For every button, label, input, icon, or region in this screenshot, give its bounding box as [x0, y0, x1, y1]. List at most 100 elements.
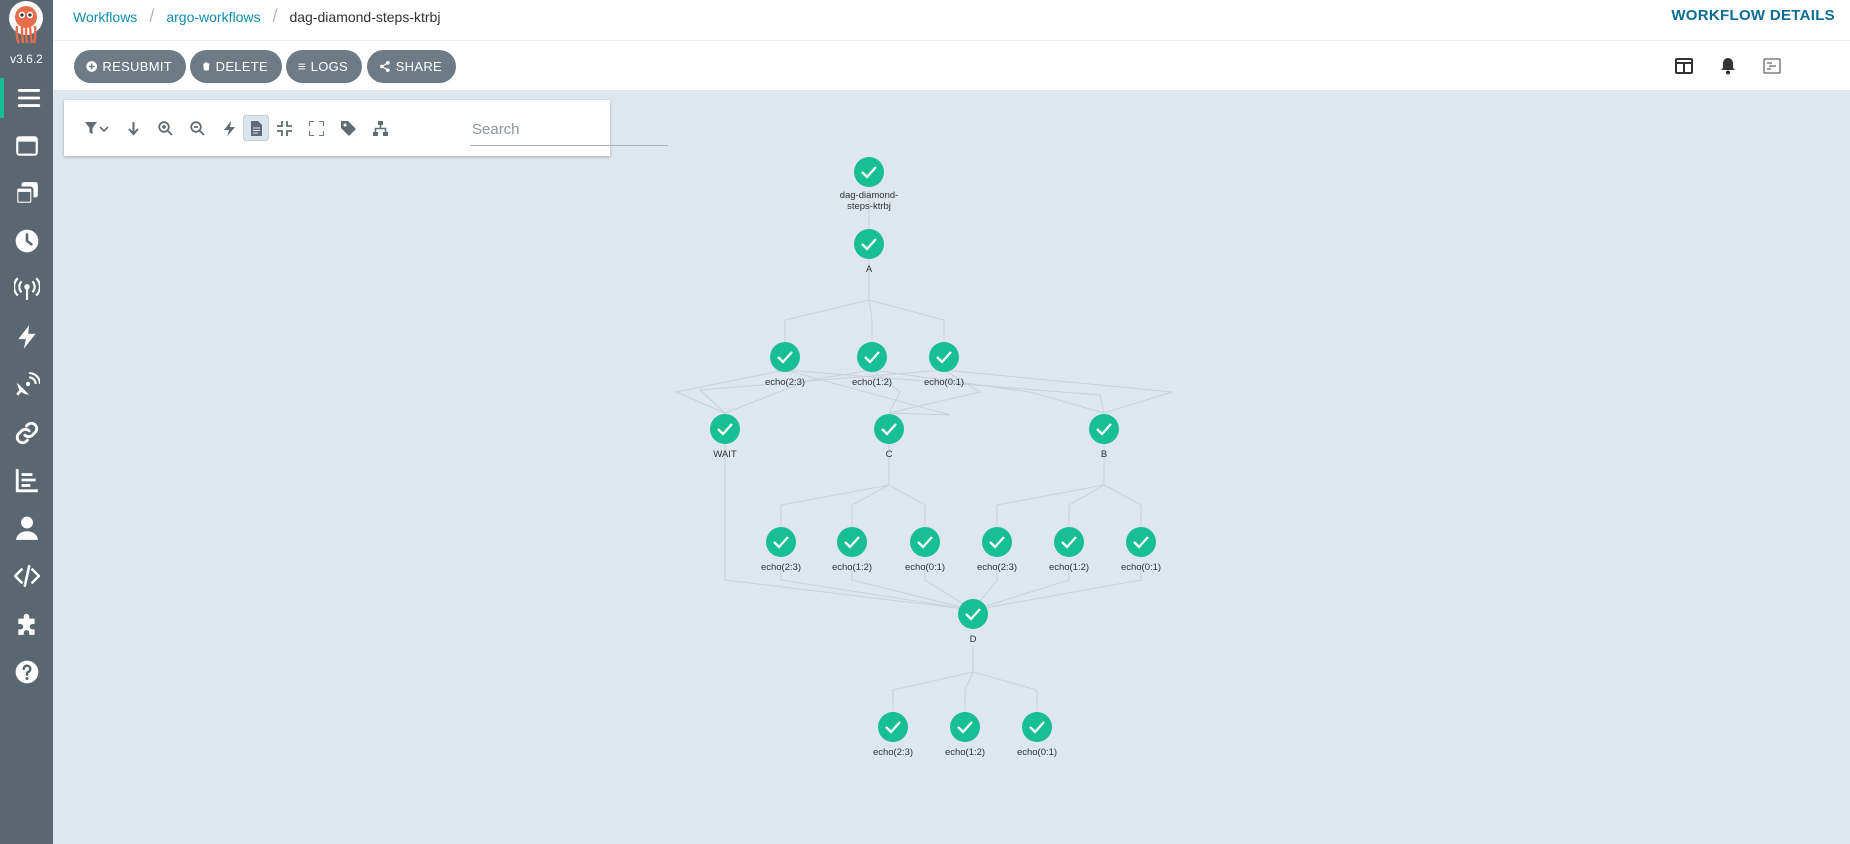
- timeline-view-button[interactable]: [1754, 48, 1790, 84]
- node-label: steps-ktrbj: [847, 201, 891, 212]
- sidebar-item-workflow-templates[interactable]: [0, 126, 53, 166]
- sidebar-item-user[interactable]: [0, 508, 53, 548]
- node-b-echo-1-2[interactable]: echo(1:2): [1049, 527, 1089, 573]
- layout-button[interactable]: [367, 115, 393, 141]
- node-c-echo-2-3[interactable]: echo(2:3): [761, 527, 801, 573]
- node-d[interactable]: D: [958, 599, 988, 645]
- edge: [943, 369, 1173, 414]
- show-artifacts-button[interactable]: [243, 115, 269, 141]
- events-button[interactable]: [1710, 48, 1746, 84]
- show-tags-button[interactable]: [335, 115, 361, 141]
- user-icon: [15, 516, 38, 540]
- help-icon: [15, 660, 38, 684]
- node-label: echo(2:3): [873, 747, 913, 758]
- split-view-button[interactable]: [1666, 48, 1702, 84]
- edge: [871, 369, 1105, 414]
- node-a-echo-1-2[interactable]: echo(1:2): [852, 342, 892, 388]
- cron-workflows-icon: [15, 229, 38, 253]
- succeeded-status-circle: [766, 527, 796, 557]
- checkmark-icon: [917, 536, 933, 549]
- edge: [868, 256, 945, 345]
- node-label: echo(0:1): [1017, 747, 1057, 758]
- plus-circle-icon: [86, 61, 98, 72]
- expand-button[interactable]: [303, 115, 329, 141]
- sidebar-item-workflows[interactable]: [0, 78, 53, 118]
- sidebar-item-event-flow[interactable]: [0, 269, 53, 309]
- succeeded-status-circle: [958, 599, 988, 629]
- succeeded-status-circle: [710, 414, 740, 444]
- checkmark-icon: [864, 351, 880, 364]
- argo-logo[interactable]: [8, 0, 44, 44]
- cluster-workflow-templates-icon: [14, 182, 38, 205]
- file-icon: [250, 120, 262, 136]
- sensors-icon: [15, 372, 40, 396]
- checkmark-icon: [1061, 536, 1077, 549]
- edge: [851, 438, 890, 526]
- node-label: echo(0:1): [1121, 562, 1161, 573]
- graph-search-input[interactable]: [470, 113, 668, 146]
- zoom-in-button[interactable]: [152, 115, 178, 141]
- graph-options-panel: [64, 100, 668, 156]
- node-b-echo-2-3[interactable]: echo(2:3): [977, 527, 1017, 573]
- node-root[interactable]: dag-diamond- steps-ktrbj: [840, 157, 899, 212]
- zoom-out-button[interactable]: [184, 115, 210, 141]
- sidebar-item-event-sources[interactable]: [0, 317, 53, 357]
- filter-dropdown-button[interactable]: [80, 115, 114, 141]
- bars-icon: [298, 63, 306, 70]
- edge: [996, 438, 1105, 526]
- resubmit-label: RESUBMIT: [102, 59, 172, 74]
- sidebar-item-help[interactable]: [0, 652, 53, 692]
- fast-forward-button[interactable]: [120, 115, 146, 141]
- sidebar-item-link[interactable]: [0, 413, 53, 453]
- node-d-echo-0-1[interactable]: echo(0:1): [1017, 712, 1057, 758]
- node-c-echo-0-1[interactable]: echo(0:1): [905, 527, 945, 573]
- resubmit-button[interactable]: RESUBMIT: [74, 50, 186, 83]
- logs-button[interactable]: LOGS: [286, 50, 362, 83]
- edge: [972, 565, 1070, 611]
- sidebar-item-reports[interactable]: [0, 460, 53, 500]
- edge: [1068, 438, 1105, 526]
- graph-nodes: dag-diamond- steps-ktrbj A echo(2:3) ech…: [710, 157, 1161, 758]
- breadcrumb-workflows[interactable]: Workflows: [73, 8, 138, 25]
- sidebar-item-api-docs[interactable]: [0, 556, 53, 596]
- collapse-button[interactable]: [271, 115, 297, 141]
- event-sources-icon: [17, 325, 36, 349]
- fast-layout-button[interactable]: [216, 115, 242, 141]
- share-button[interactable]: SHARE: [367, 50, 456, 83]
- succeeded-status-circle: [874, 414, 904, 444]
- edge: [1103, 438, 1142, 526]
- sidebar: v3.6.2: [0, 0, 53, 844]
- succeeded-status-circle: [878, 712, 908, 742]
- node-c[interactable]: C: [874, 414, 904, 460]
- sidebar-item-plugins[interactable]: [0, 604, 53, 644]
- sidebar-item-cluster-workflow-templates[interactable]: [0, 173, 53, 213]
- node-a[interactable]: A: [854, 229, 884, 275]
- node-d-echo-2-3[interactable]: echo(2:3): [873, 712, 913, 758]
- filter-icon: [85, 121, 109, 134]
- breadcrumb-namespace[interactable]: argo-workflows: [166, 8, 261, 25]
- link-icon: [15, 421, 38, 445]
- delete-label: DELETE: [215, 59, 268, 74]
- logs-label: LOGS: [310, 59, 348, 74]
- node-a-echo-0-1[interactable]: echo(0:1): [924, 342, 964, 388]
- node-d-echo-1-2[interactable]: echo(1:2): [945, 712, 985, 758]
- tag-icon: [340, 120, 356, 136]
- edge: [892, 646, 974, 711]
- delete-button[interactable]: DELETE: [190, 50, 282, 83]
- compress-icon: [276, 120, 292, 136]
- succeeded-status-circle: [770, 342, 800, 372]
- node-c-echo-1-2[interactable]: echo(1:2): [832, 527, 872, 573]
- action-toolbar: RESUBMIT DELETE LOGS SHARE: [53, 41, 1850, 91]
- node-b-echo-0-1[interactable]: echo(0:1): [1121, 527, 1161, 573]
- node-wait[interactable]: WAIT: [710, 414, 740, 460]
- sidebar-item-cron-workflows[interactable]: [0, 221, 53, 261]
- node-label: echo(2:3): [765, 377, 805, 388]
- checkmark-icon: [777, 351, 793, 364]
- version-label: v3.6.2: [10, 52, 43, 66]
- sidebar-item-sensors[interactable]: [0, 365, 53, 405]
- node-b[interactable]: B: [1089, 414, 1119, 460]
- node-a-echo-2-3[interactable]: echo(2:3): [765, 342, 805, 388]
- checkmark-icon: [881, 423, 897, 436]
- checkmark-icon: [1133, 536, 1149, 549]
